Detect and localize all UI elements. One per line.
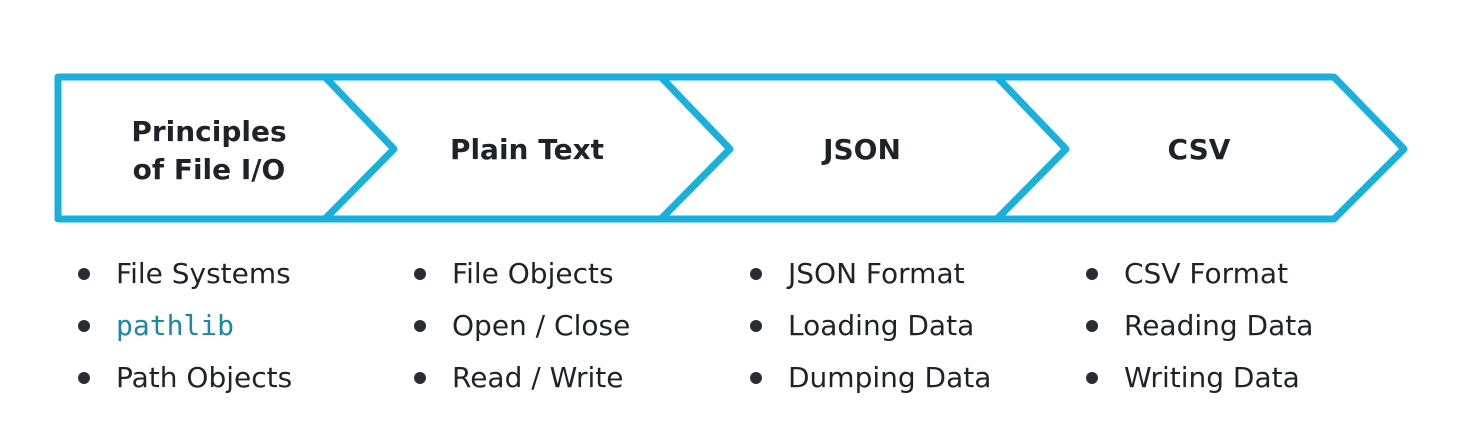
step-3-title: JSON [821, 133, 901, 166]
step-1-bullet-list: File Systems pathlib Path Objects [76, 254, 292, 410]
list-item: pathlib [76, 306, 292, 358]
bullet-icon [78, 268, 90, 280]
step-csv: CSV [993, 73, 1408, 223]
list-item-label: Reading Data [1124, 309, 1314, 342]
step-1-title-line-2: of File I/O [133, 153, 286, 186]
bullet-icon [78, 372, 90, 384]
bullet-icon [414, 268, 426, 280]
list-item: Read / Write [412, 358, 630, 410]
bullet-icon [414, 372, 426, 384]
step-4-title: CSV [1168, 133, 1231, 166]
step-4-bullet-list: CSV Format Reading Data Writing Data [1084, 254, 1313, 410]
bullet-icon [1086, 372, 1098, 384]
list-item-label: Read / Write [452, 361, 624, 394]
list-item: File Systems [76, 254, 292, 306]
list-item-label: CSV Format [1124, 257, 1289, 290]
bullet-icon [750, 320, 762, 332]
bullet-icon [1086, 320, 1098, 332]
list-item: Dumping Data [748, 358, 991, 410]
step-1-title-line-1: Principles [131, 115, 286, 148]
step-2-bullet-list: File Objects Open / Close Read / Write [412, 254, 630, 410]
list-item: JSON Format [748, 254, 991, 306]
bullet-icon [1086, 268, 1098, 280]
list-item: Open / Close [412, 306, 630, 358]
bullet-icon [78, 320, 90, 332]
list-item-label: JSON Format [788, 257, 965, 290]
list-item: Reading Data [1084, 306, 1313, 358]
list-item: File Objects [412, 254, 630, 306]
list-item-label: File Systems [116, 257, 291, 290]
bullet-icon [750, 268, 762, 280]
list-item-label: File Objects [452, 257, 614, 290]
bullet-icon [414, 320, 426, 332]
list-item: CSV Format [1084, 254, 1313, 306]
step-2-title: Plain Text [450, 133, 604, 166]
list-item: Writing Data [1084, 358, 1313, 410]
list-item: Path Objects [76, 358, 292, 410]
list-item-label: Path Objects [116, 361, 293, 394]
step-plain-text: Plain Text [321, 73, 734, 223]
list-item: Loading Data [748, 306, 991, 358]
list-item-label: Open / Close [452, 309, 631, 342]
step-3-bullet-list: JSON Format Loading Data Dumping Data [748, 254, 991, 410]
list-item-label: Loading Data [788, 309, 975, 342]
list-item-label: Dumping Data [788, 361, 992, 394]
list-item-label: Writing Data [1124, 361, 1300, 394]
bullet-icon [750, 372, 762, 384]
list-item-label-code: pathlib [116, 309, 235, 342]
step-4-chevron [993, 73, 1408, 223]
